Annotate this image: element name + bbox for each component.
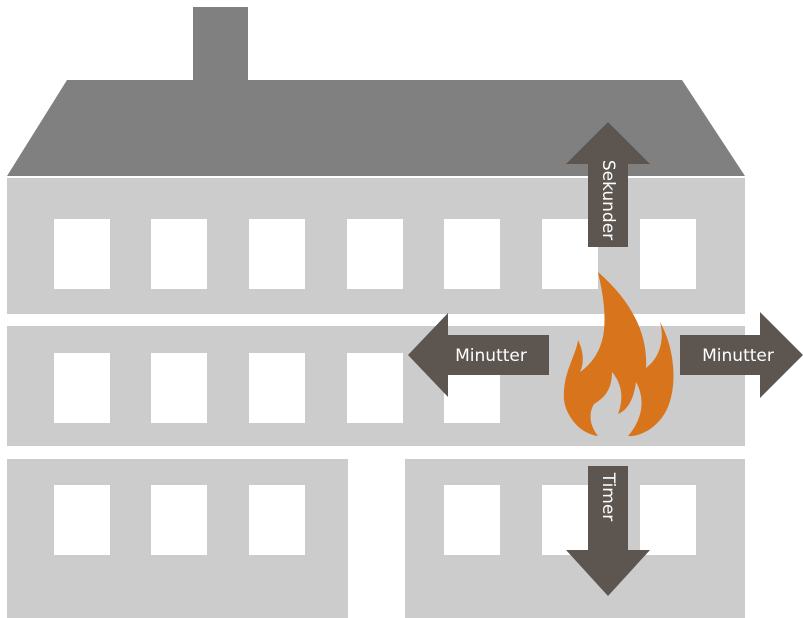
- fire-icon: [563, 272, 674, 437]
- arrow-left: Minutter: [408, 313, 549, 397]
- window: [444, 219, 500, 289]
- window: [249, 485, 305, 555]
- arrow-up-label: Sekunder: [598, 160, 618, 240]
- window: [347, 219, 403, 289]
- window: [640, 485, 696, 555]
- window: [151, 219, 207, 289]
- chimney: [193, 7, 248, 82]
- window: [54, 219, 110, 289]
- window: [347, 353, 403, 423]
- windows-top: [54, 219, 696, 289]
- window: [249, 353, 305, 423]
- arrow-up: Sekunder: [566, 122, 650, 247]
- arrow-right-label: Minutter: [702, 346, 774, 366]
- window: [54, 485, 110, 555]
- flame: [563, 272, 674, 437]
- roof: [7, 80, 745, 176]
- arrow-down-label: Timer: [598, 472, 618, 522]
- window: [444, 485, 500, 555]
- arrow-left-label: Minutter: [455, 346, 527, 366]
- window: [151, 485, 207, 555]
- window: [151, 353, 207, 423]
- building: [7, 7, 745, 618]
- window: [249, 219, 305, 289]
- window: [640, 219, 696, 289]
- arrow-right: Minutter: [680, 312, 803, 398]
- arrow-down: Timer: [566, 466, 650, 596]
- window: [54, 353, 110, 423]
